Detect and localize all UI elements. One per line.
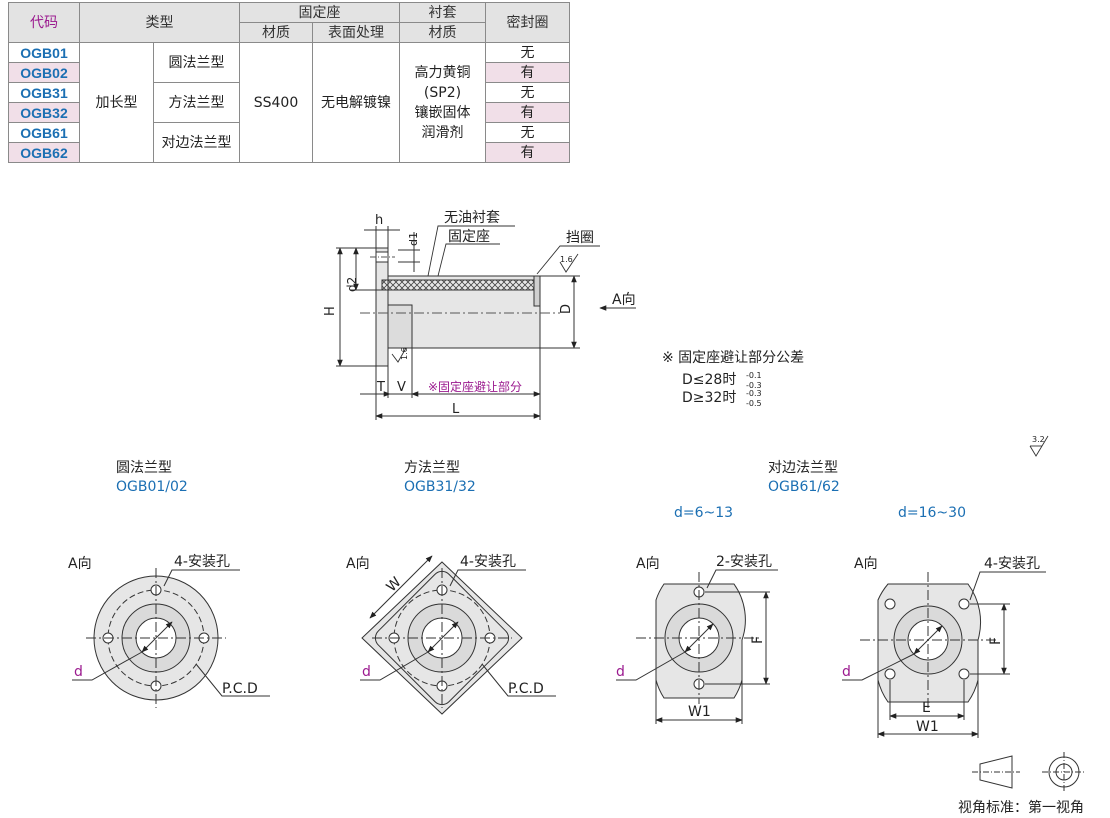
relief-label: ※固定座避让部分 (428, 379, 522, 394)
view-a-square: A向 (346, 556, 370, 572)
roughness-label: 1.6 (400, 347, 409, 360)
type-main: 加长型 (79, 42, 154, 163)
main-view-labels: h d1 d2 H D T V L 无油衬套 固定座 挡圈 A向 1.6 1.6… (323, 210, 1045, 444)
view-a-round: A向 (68, 556, 92, 572)
W1-flat-small: W1 (688, 704, 711, 720)
flange-body (375, 247, 389, 367)
title-flat: 对边法兰型 (768, 460, 838, 476)
header-seal: 密封圈 (485, 2, 570, 43)
main-side-view (336, 225, 1049, 457)
label-oilless-sleeve: 无油衬套 (444, 210, 500, 226)
pcd-square: P.C.D (508, 681, 544, 697)
projection-cone-icon (979, 755, 1013, 789)
seal-cell: 无 (485, 82, 570, 103)
tolerance-title: ※ 固定座避让部分公差 (662, 350, 804, 366)
label-V: V (397, 380, 406, 395)
title-round: 圆法兰型 (116, 460, 172, 476)
tolerance-line1-up: -0.1 (746, 371, 762, 380)
sleeve-material-line: (SP2) (423, 84, 462, 101)
round-flange-view (72, 568, 270, 708)
E-flat-large: E (922, 700, 931, 716)
sleeve-material-line: 镶嵌固体 (414, 104, 471, 121)
flat-flange-small-view (616, 569, 778, 724)
d-flat-large: d (842, 664, 851, 680)
header-material: 材质 (239, 22, 313, 43)
code-round: OGB01/02 (116, 479, 188, 495)
view-a-flat-small: A向 (636, 556, 660, 572)
flat-flange-large-labels: A向 4-安装孔 d F E W1 (842, 556, 1040, 735)
mount-material: SS400 (239, 42, 313, 163)
label-h: h (375, 213, 383, 228)
projection-note: 视角标准：第一视角 (958, 799, 1084, 816)
round-flange-labels: A向 4-安装孔 d P.C.D (68, 554, 258, 697)
projection-symbol (972, 752, 1086, 792)
header-mount: 固定座 (239, 2, 400, 23)
flat-flange-small-labels: A向 2-安装孔 d F W1 (616, 554, 772, 720)
seal-cell: 有 (485, 62, 570, 83)
code-cell: OGB31 (8, 82, 80, 103)
title-square: 方法兰型 (404, 460, 460, 476)
tolerance-line1: D≤28时 (682, 372, 736, 388)
header-sleeve: 衬套 (399, 2, 486, 23)
mount-holes (884, 598, 970, 680)
code-cell: OGB02 (8, 62, 80, 83)
type-sub-round: 圆法兰型 (153, 42, 240, 83)
roughness-global-label: 3.2 (1032, 435, 1045, 444)
tolerance-line2-low: -0.5 (746, 399, 762, 408)
range-flat-right: d=16~30 (898, 505, 966, 521)
range-flat-left: d=6~13 (674, 505, 733, 521)
sleeve-material-line: 润滑剂 (421, 124, 464, 141)
flat-flange-large-view (842, 571, 1046, 738)
spec-table: 代码 类型 固定座 衬套 密封圈 材质 表面处理 材质 OGB01 加长型 圆法… (8, 2, 570, 163)
tolerance-line2: D≥32时 (682, 390, 736, 406)
d-square: d (362, 664, 371, 680)
view-titles: 圆法兰型 OGB01/02 方法兰型 OGB31/32 对边法兰型 OGB61/… (116, 460, 966, 521)
holes-flat-small: 2-安装孔 (716, 554, 772, 570)
pcd-round: P.C.D (222, 681, 258, 697)
F-flat-large: F (988, 637, 1004, 645)
label-mount: 固定座 (448, 229, 490, 245)
label-D: D (559, 304, 574, 314)
retaining-ring (533, 275, 541, 307)
square-flange-view (360, 555, 556, 715)
header-code: 代码 (8, 2, 80, 43)
label-d2: d2 (345, 277, 359, 292)
sleeve-material: 高力黄铜 (SP2) 镶嵌固体 润滑剂 (399, 42, 486, 163)
seal-cell: 有 (485, 142, 570, 163)
code-flat: OGB61/62 (768, 479, 840, 495)
tolerance-line1-low: -0.3 (746, 381, 762, 390)
holes-round: 4-安装孔 (174, 554, 230, 570)
tolerance-line2-up: -0.3 (746, 389, 762, 398)
label-L: L (452, 402, 460, 417)
d-round: d (74, 664, 83, 680)
surface-treatment: 无电解镀镍 (312, 42, 400, 163)
sleeve-material-line: 高力黄铜 (414, 64, 471, 81)
label-H: H (323, 306, 338, 316)
roughness-label: 1.6 (560, 255, 573, 264)
code-cell: OGB62 (8, 142, 80, 163)
seal-cell: 无 (485, 42, 570, 63)
type-sub-flat: 对边法兰型 (153, 122, 240, 163)
label-d1: d1 (407, 232, 420, 246)
type-sub-square: 方法兰型 (153, 82, 240, 123)
label-T: T (376, 380, 385, 395)
holes-square: 4-安装孔 (460, 554, 516, 570)
d-flat-small: d (616, 664, 625, 680)
label-view-a-main: A向 (612, 292, 636, 308)
oilless-sleeve-liner (381, 279, 535, 291)
label-retaining-ring: 挡圈 (566, 230, 594, 246)
view-a-flat-large: A向 (854, 556, 878, 572)
w-square: W (384, 574, 405, 595)
header-sleeve-material: 材质 (399, 22, 486, 43)
relief-step (387, 304, 413, 349)
header-surface: 表面处理 (312, 22, 400, 43)
F-flat-small: F (750, 636, 766, 644)
code-square: OGB31/32 (404, 479, 476, 495)
holes-flat-large: 4-安装孔 (984, 556, 1040, 572)
W1-flat-large: W1 (916, 719, 939, 735)
